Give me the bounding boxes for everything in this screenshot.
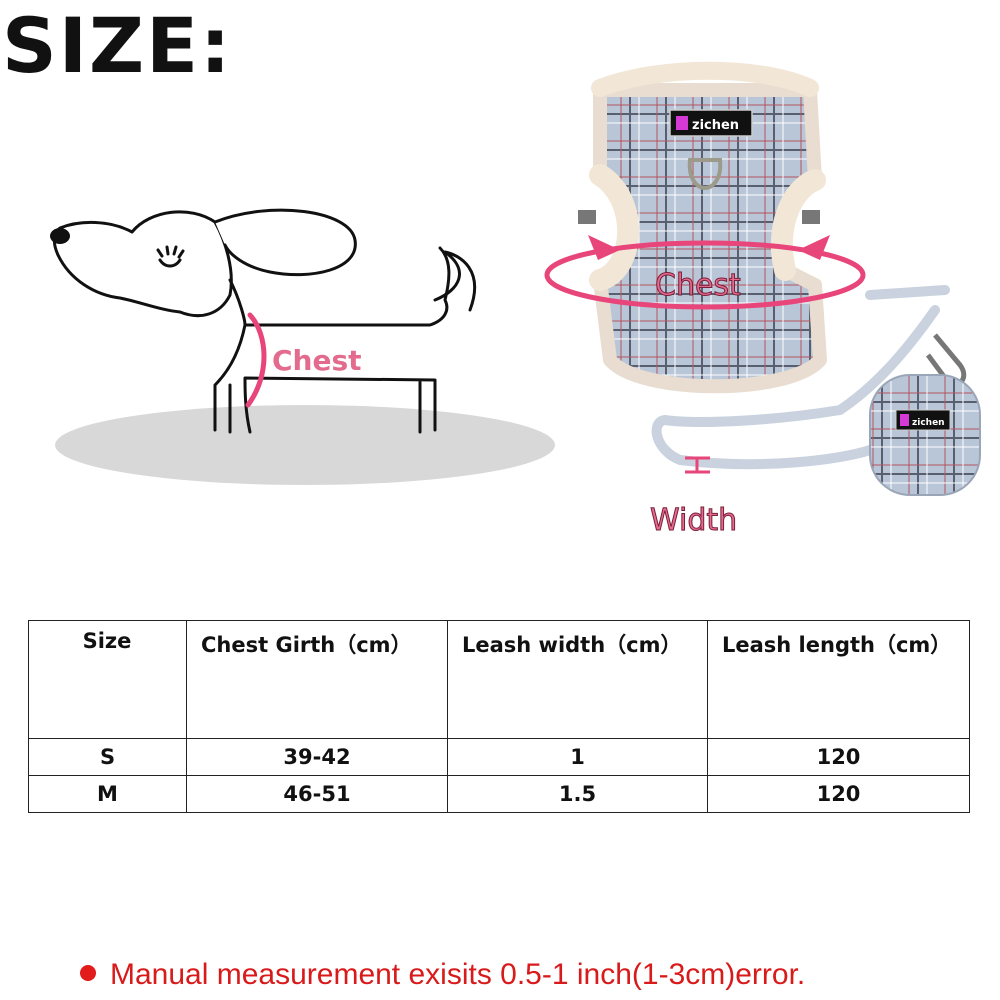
dog-illustration: Chest: [50, 208, 555, 485]
table-header-row: Size Chest Girth（cm） Leash width（cm） Lea…: [28, 620, 970, 739]
dog-shadow: [55, 405, 555, 485]
cell-leash-width: 1: [447, 738, 708, 776]
cell-leash-length: 120: [707, 775, 970, 813]
cell-chest-girth: 46-51: [186, 775, 448, 813]
table-row: M 46-51 1.5 120: [28, 775, 970, 813]
cell-size: S: [28, 738, 187, 776]
dog-ear: [213, 208, 357, 277]
header-leash-length: Leash length（cm）: [707, 620, 970, 739]
harness-photo: zichen Chest zichen Width: [544, 61, 981, 539]
note-text: Manual measurement exisits 0.5-1 inch(1-…: [110, 958, 806, 991]
bullet-icon: [80, 965, 96, 982]
buckle-icon: [578, 210, 596, 224]
leash: [651, 305, 940, 470]
dog-head: [52, 210, 233, 318]
measurement-note: Manual measurement exisits 0.5-1 inch(1-…: [80, 958, 805, 992]
size-table: Size Chest Girth（cm） Leash width（cm） Lea…: [28, 620, 970, 813]
dog-nose: [50, 228, 70, 244]
cell-leash-length: 120: [707, 738, 970, 776]
brand-text: zichen: [692, 118, 739, 133]
header-size: Size: [28, 620, 187, 739]
cell-size: M: [28, 775, 187, 813]
page-title: SIZE:: [2, 1, 233, 90]
header-chest-girth: Chest Girth（cm）: [186, 620, 448, 739]
dog-tail: [433, 250, 477, 312]
arrow-icon: [798, 235, 830, 260]
header-leash-width: Leash width（cm）: [447, 620, 708, 739]
buckle-icon: [802, 210, 820, 224]
dog-chest-label: Chest: [272, 344, 362, 377]
leash-pouch: [869, 374, 981, 496]
dog-eye-closed: [158, 258, 182, 268]
table-row: S 39-42 1 120: [28, 738, 970, 776]
chest-measure-line: [245, 312, 267, 408]
dog-body: [213, 246, 451, 434]
cell-leash-width: 1.5: [447, 775, 708, 813]
width-label: Width: [650, 503, 737, 538]
cell-chest-girth: 39-42: [186, 738, 448, 776]
arrow-icon: [588, 235, 620, 260]
chest-measure-ellipse: [544, 240, 866, 310]
harness-chest-label: Chest: [655, 268, 741, 303]
pouch-brand-text: zichen: [912, 418, 945, 428]
d-ring-icon: [687, 158, 723, 191]
